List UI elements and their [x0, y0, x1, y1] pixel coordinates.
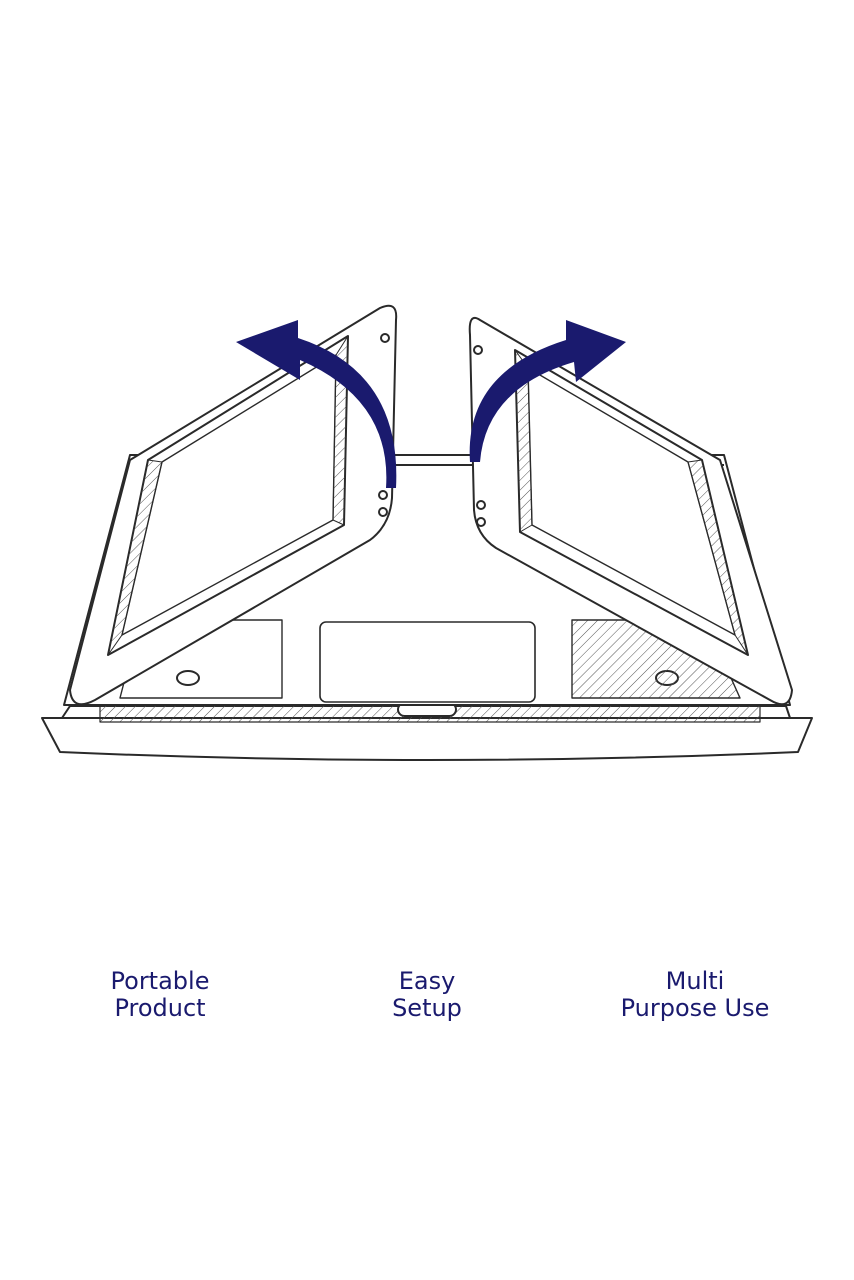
folding-stand-illustration — [41, 304, 813, 761]
feature-portable-product: Portable Product — [60, 968, 260, 1022]
feature-easy-setup: Easy Setup — [327, 968, 527, 1022]
right-panel — [468, 316, 793, 706]
curved-arrow-right-icon — [469, 320, 626, 462]
feature-line-1: Easy — [398, 967, 456, 995]
feature-multi-purpose-use: Multi Purpose Use — [575, 968, 815, 1022]
feature-line-2: Setup — [392, 994, 462, 1022]
curved-arrow-left-icon — [236, 320, 397, 488]
feature-line-2: Product — [114, 994, 206, 1022]
feature-line-1: Portable — [110, 967, 210, 995]
left-panel — [69, 304, 398, 706]
feature-line-1: Multi — [665, 967, 725, 995]
feature-line-2: Purpose Use — [620, 994, 770, 1022]
